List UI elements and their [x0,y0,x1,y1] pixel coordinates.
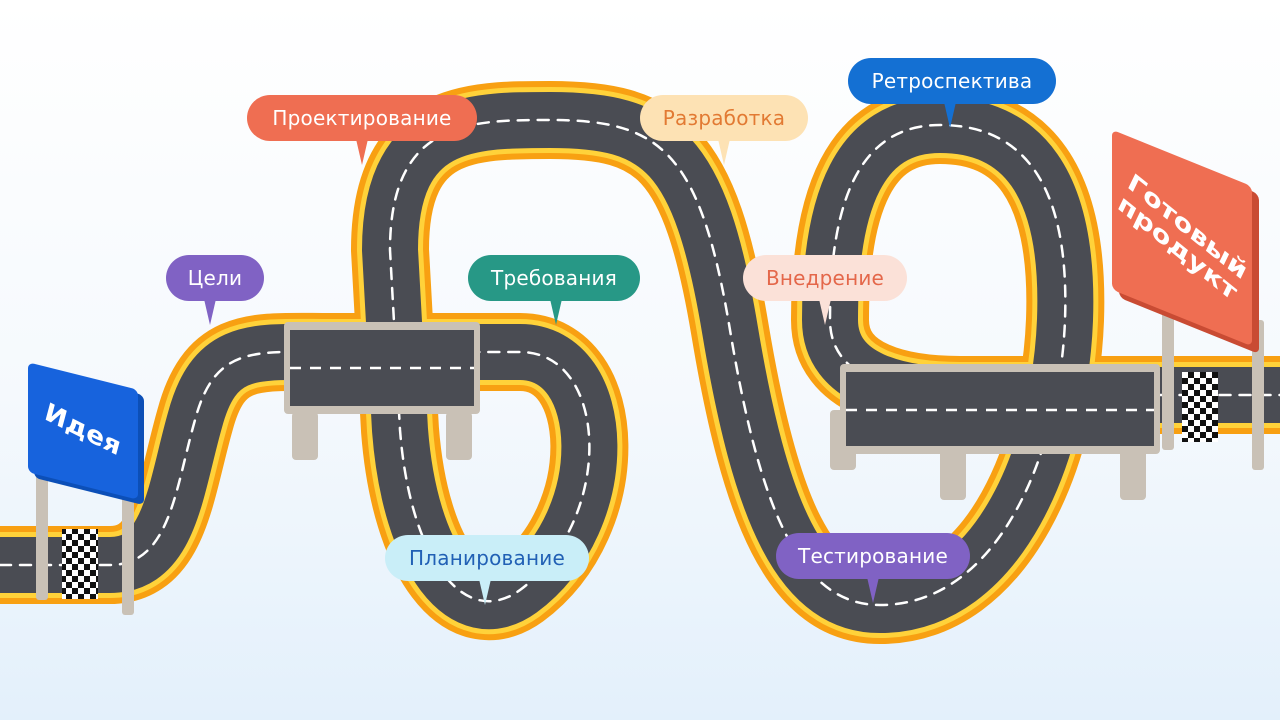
stage-bubble-deployment: Внедрение [743,255,907,301]
stage-bubble-requirements: Требования [468,255,640,301]
start-sign-label: Идея [42,398,125,463]
overpass-bridge-left [284,322,480,460]
stage-label: Внедрение [765,266,885,290]
stage-label: Цели [187,266,243,290]
stage-label: Разработка [662,106,786,130]
finish-sign-label: Готовый продукт [1113,168,1252,307]
finish-sign-posts [1162,290,1264,470]
stage-label: Планирование [409,546,565,570]
stage-label: Требования [491,266,617,290]
overpass-bridge-right [830,364,1160,500]
stage-label: Проектирование [272,106,452,130]
finish-checkered-line [1182,372,1218,442]
stage-label: Ретроспектива [871,69,1033,93]
stage-label: Тестирование [798,544,948,568]
stage-bubble-development: Разработка [640,95,808,141]
stage-bubble-retrospective: Ретроспектива [848,58,1056,104]
stage-bubble-planning: Планирование [385,535,589,581]
stage-bubble-design: Проектирование [247,95,477,141]
stage-bubble-testing: Тестирование [776,533,970,579]
start-checkered-line [62,529,98,599]
stage-bubble-goals: Цели [166,255,264,301]
race-track-road [0,81,1280,644]
